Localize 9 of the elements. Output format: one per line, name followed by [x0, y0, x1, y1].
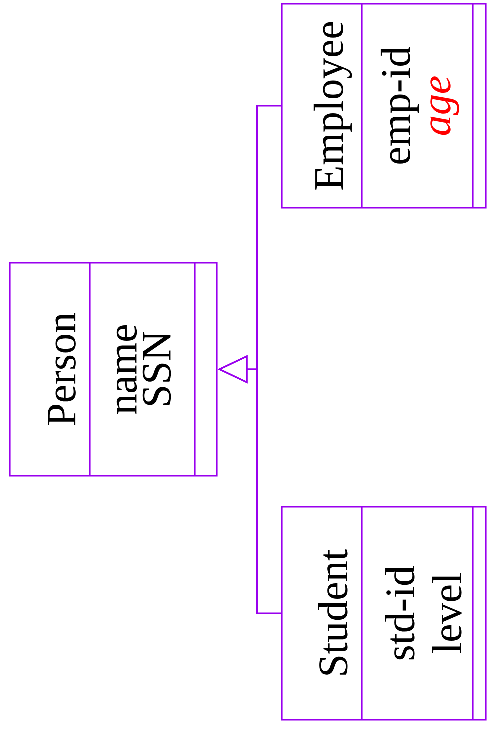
attribute: name [116, 325, 138, 414]
class-name: Student [318, 550, 348, 675]
attribute: emp-id [380, 47, 420, 164]
attribute: level [432, 574, 462, 654]
attribute: std-id [385, 566, 415, 660]
class-name: Person [48, 313, 76, 426]
attribute: age [430, 76, 460, 136]
attribute: SSN [142, 332, 172, 406]
class-name: Employee [314, 22, 352, 190]
